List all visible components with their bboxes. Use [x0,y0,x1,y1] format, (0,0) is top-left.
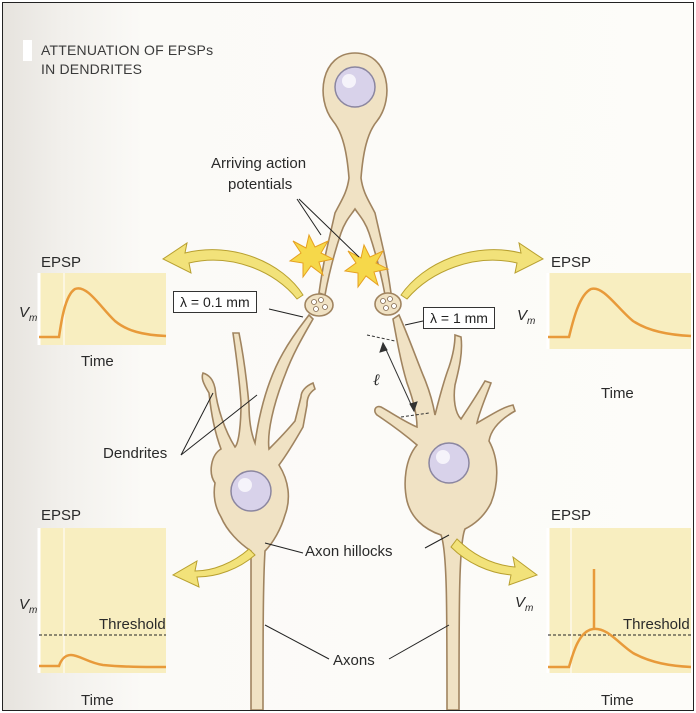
time-label-top-left: Time [81,354,114,369]
lambda-left-box: λ = 0.1 mm [173,291,257,313]
axon-hillocks-label: Axon hillocks [305,544,393,559]
epsp-title-top-left: EPSP [41,255,81,270]
arriving-label-2: potentials [228,177,292,192]
epsp-panel-bottom-left [39,528,166,673]
synaptic-bouton-left [305,294,333,316]
epsp-panel-bottom-right [548,528,691,673]
vm-label-top-left: Vm [19,305,37,324]
arrow-top-right [401,243,543,299]
time-label-bottom-left: Time [81,693,114,708]
vm-label-top-right: Vm [517,308,535,327]
epsp-title-top-right: EPSP [551,255,591,270]
length-label: ℓ [373,373,380,389]
arrow-bottom-right [451,539,537,585]
time-label-top-right: Time [601,386,634,401]
vm-label-bottom-right: Vm [515,595,533,614]
arrow-bottom-left [173,549,255,587]
arriving-label: Arriving action [211,156,306,171]
time-label-bottom-right: Time [601,693,634,708]
presynaptic-nucleus [335,67,375,107]
vm-label-bottom-left: Vm [19,597,37,616]
left-neuron-nucleus [231,471,271,511]
right-postsynaptic-neuron [375,315,515,710]
threshold-label-right: Threshold [623,617,690,632]
threshold-label-left: Threshold [99,617,166,632]
lambda-right-box: λ = 1 mm [423,307,495,329]
left-postsynaptic-neuron [202,315,315,710]
right-neuron-nucleus [429,443,469,483]
axons-label: Axons [333,653,375,668]
dendrites-label: Dendrites [103,446,167,461]
synaptic-bouton-right [375,293,401,315]
epsp-title-bottom-right: EPSP [551,508,591,523]
epsp-title-bottom-left: EPSP [41,508,81,523]
